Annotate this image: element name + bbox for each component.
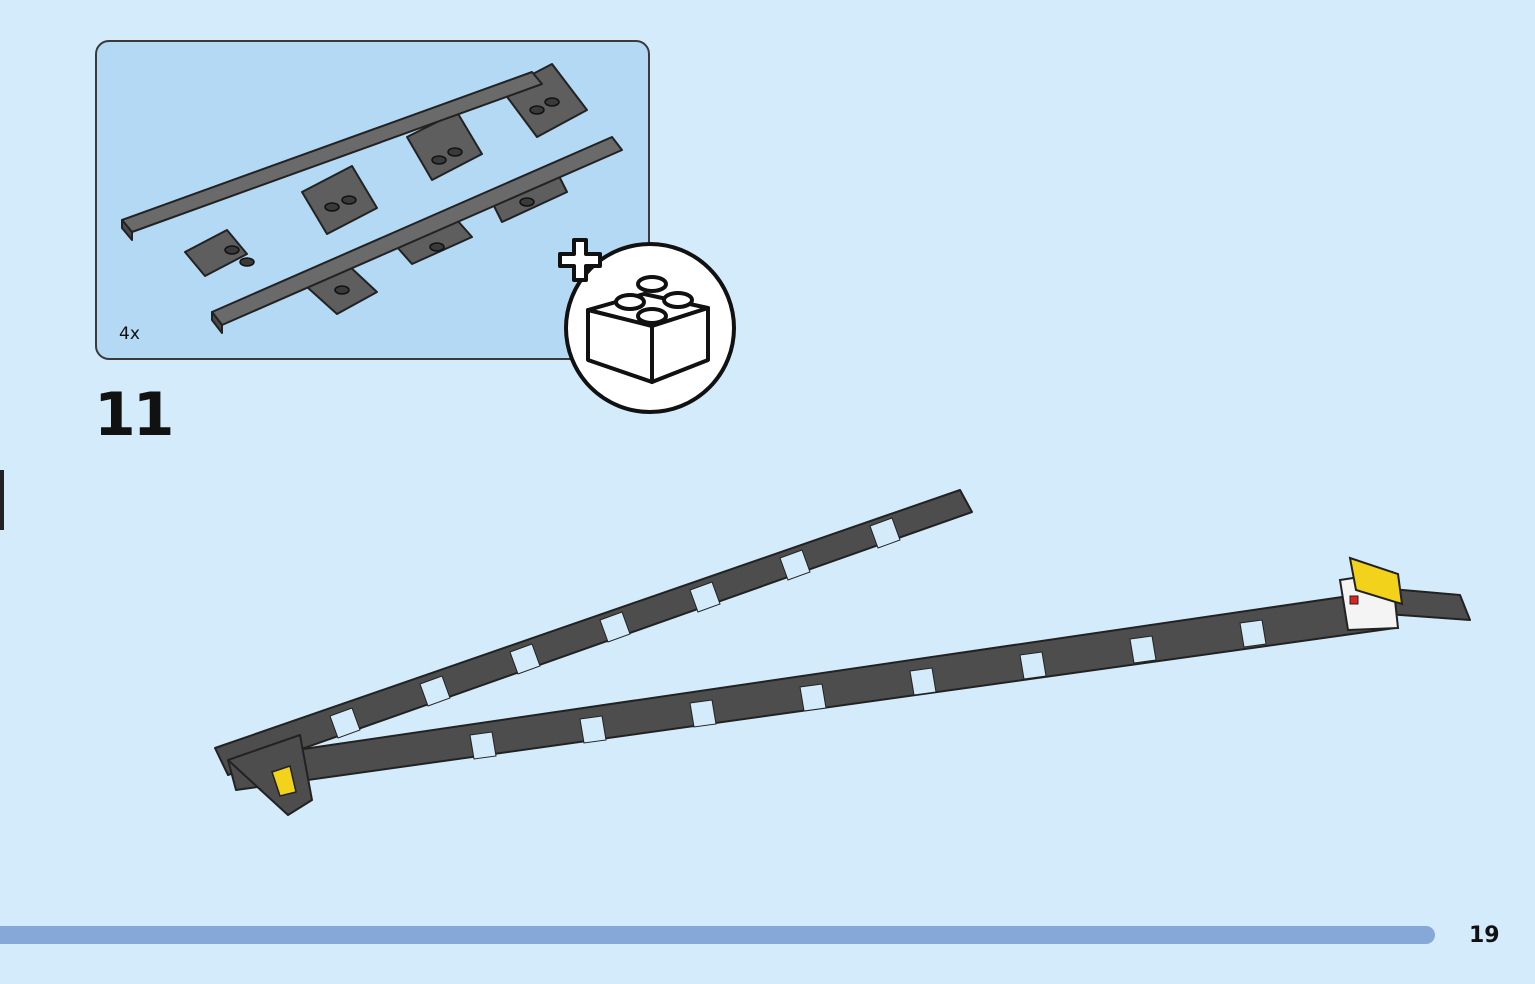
parts-callout: 4x — [95, 40, 650, 360]
straight-track-icon — [121, 63, 623, 334]
plus-brick-icon — [552, 232, 747, 431]
quantity-label: 4x — [119, 324, 140, 344]
step-number: 11 — [94, 380, 174, 450]
page-number: 19 — [1469, 923, 1500, 948]
progress-bar — [0, 926, 1435, 944]
page-edge-mark — [0, 470, 4, 530]
